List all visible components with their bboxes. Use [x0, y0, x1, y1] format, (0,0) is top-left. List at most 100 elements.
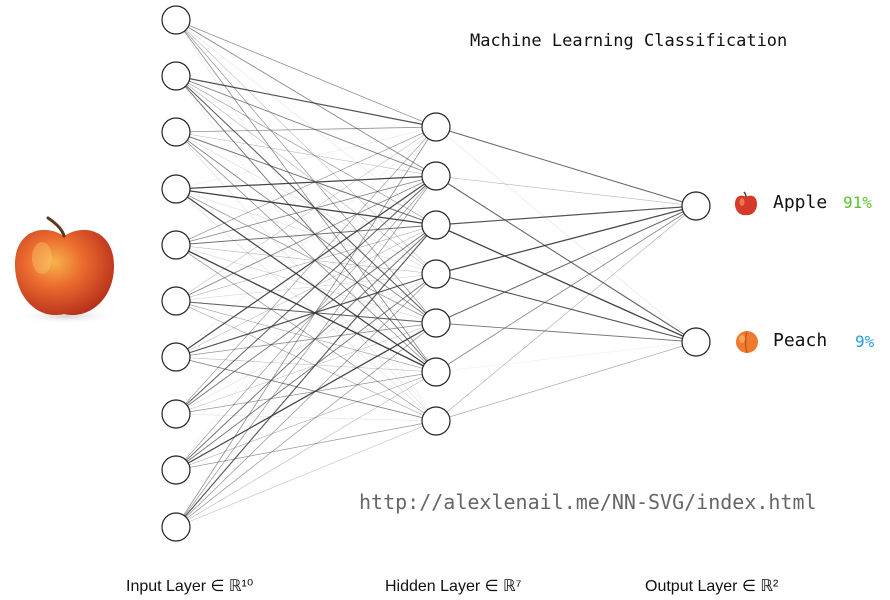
hidden-node-5 [421, 308, 451, 338]
input-4-to-hidden-3-edge [175, 188, 437, 226]
input-node-4 [161, 174, 191, 204]
input-node-7 [161, 342, 191, 372]
input-6-to-hidden-6-edge [175, 300, 437, 373]
input-10-to-hidden-5-edge [175, 322, 437, 528]
input-4-to-hidden-7-edge [175, 188, 437, 422]
hidden-2-to-output-1-edge [435, 175, 697, 207]
output-layer-label: Output Layer ∈ ℝ² [645, 578, 779, 595]
output-percent-apple: 91% [843, 193, 872, 212]
input-5-to-hidden-6-edge [175, 244, 437, 373]
input-9-to-hidden-2-edge [175, 175, 437, 471]
input-2-to-hidden-1-edge [175, 75, 437, 128]
input-5-to-hidden-4-edge [175, 244, 437, 275]
input-8-to-hidden-7-edge [175, 413, 437, 422]
source-url: http://alexlenail.me/NN-SVG/index.html [359, 490, 817, 514]
input-7-to-hidden-5-edge [175, 322, 437, 358]
output-percent-peach: 9% [855, 332, 875, 351]
peach-icon [734, 328, 760, 359]
input-8-to-hidden-2-edge [175, 175, 437, 415]
input-3-to-hidden-5-edge [175, 131, 437, 324]
input-2-to-hidden-4-edge [175, 75, 437, 275]
input-node-2 [161, 61, 191, 91]
input-5-to-hidden-1-edge [175, 126, 437, 246]
hidden-7-to-output-2-edge [435, 341, 697, 422]
input-9-to-hidden-7-edge [175, 420, 437, 471]
input-4-to-hidden-4-edge [175, 188, 437, 275]
input-2-to-hidden-7-edge [175, 75, 437, 422]
input-9-to-hidden-1-edge [175, 126, 437, 471]
input-10-to-hidden-4-edge [175, 273, 437, 528]
hidden-node-1 [421, 112, 451, 142]
input-3-to-hidden-2-edge [175, 131, 437, 177]
input-node-1 [161, 5, 191, 35]
input-7-to-hidden-7-edge [175, 356, 437, 422]
input-7-to-hidden-4-edge [175, 273, 437, 358]
input-1-to-hidden-1-edge [175, 19, 437, 128]
input-3-to-hidden-4-edge [175, 131, 437, 275]
hidden-node-6 [421, 357, 451, 387]
hidden-node-7 [421, 406, 451, 436]
input-8-to-hidden-5-edge [175, 322, 437, 415]
input-node-3 [161, 117, 191, 147]
hidden-3-to-output-2-edge [435, 224, 697, 343]
connection-edges [175, 19, 697, 528]
input-3-to-hidden-1-edge [175, 126, 437, 133]
hidden-7-to-output-1-edge [435, 205, 697, 422]
input-10-to-hidden-1-edge [175, 126, 437, 528]
hidden-5-to-output-1-edge [435, 205, 697, 324]
input-3-to-hidden-3-edge [175, 131, 437, 226]
input-10-to-hidden-2-edge [175, 175, 437, 528]
input-1-to-hidden-6-edge [175, 19, 437, 373]
input-10-to-hidden-6-edge [175, 371, 437, 528]
input-2-to-hidden-5-edge [175, 75, 437, 324]
input-8-to-hidden-3-edge [175, 224, 437, 415]
input-1-to-hidden-2-edge [175, 19, 437, 177]
input-node-10 [161, 512, 191, 542]
input-7-to-hidden-2-edge [175, 175, 437, 358]
hidden-4-to-output-2-edge [435, 273, 697, 343]
input-7-to-hidden-3-edge [175, 224, 437, 358]
output-label-peach: Peach [773, 330, 828, 351]
input-9-to-hidden-5-edge [175, 322, 437, 471]
input-8-to-hidden-1-edge [175, 126, 437, 415]
input-4-to-hidden-6-edge [175, 188, 437, 373]
input-6-to-hidden-7-edge [175, 300, 437, 422]
input-node-6 [161, 286, 191, 316]
diagram-title: Machine Learning Classification [470, 31, 788, 51]
input-8-to-hidden-4-edge [175, 273, 437, 415]
input-3-to-hidden-6-edge [175, 131, 437, 373]
input-4-to-hidden-1-edge [175, 126, 437, 190]
output-node-2 [681, 327, 711, 357]
hidden-node-2 [421, 161, 451, 191]
input-9-to-hidden-3-edge [175, 224, 437, 471]
input-2-to-hidden-3-edge [175, 75, 437, 226]
hidden-6-to-output-1-edge [435, 205, 697, 373]
hidden-3-to-output-1-edge [435, 205, 697, 226]
hidden-1-to-output-2-edge [435, 126, 697, 343]
output-node-1 [681, 191, 711, 221]
hidden-node-4 [421, 259, 451, 289]
input-1-to-hidden-7-edge [175, 19, 437, 422]
hidden-6-to-output-2-edge [435, 341, 697, 373]
input-6-to-hidden-2-edge [175, 175, 437, 302]
input-6-to-hidden-1-edge [175, 126, 437, 302]
input-apple-image [4, 214, 124, 331]
hidden-2-to-output-2-edge [435, 175, 697, 343]
input-2-to-hidden-2-edge [175, 75, 437, 177]
input-8-to-hidden-6-edge [175, 371, 437, 415]
hidden-node-3 [421, 210, 451, 240]
input-3-to-hidden-7-edge [175, 131, 437, 422]
input-layer-label: Input Layer ∈ ℝ¹⁰ [126, 578, 254, 595]
output-label-apple: Apple [773, 192, 828, 213]
network-nodes [161, 5, 711, 542]
hidden-4-to-output-1-edge [435, 205, 697, 275]
input-10-to-hidden-7-edge [175, 420, 437, 528]
input-9-to-hidden-4-edge [175, 273, 437, 471]
input-5-to-hidden-5-edge [175, 244, 437, 324]
apple-icon [733, 191, 759, 222]
input-6-to-hidden-4-edge [175, 273, 437, 302]
input-4-to-hidden-2-edge [175, 175, 437, 190]
input-5-to-hidden-3-edge [175, 224, 437, 246]
input-4-to-hidden-5-edge [175, 188, 437, 324]
